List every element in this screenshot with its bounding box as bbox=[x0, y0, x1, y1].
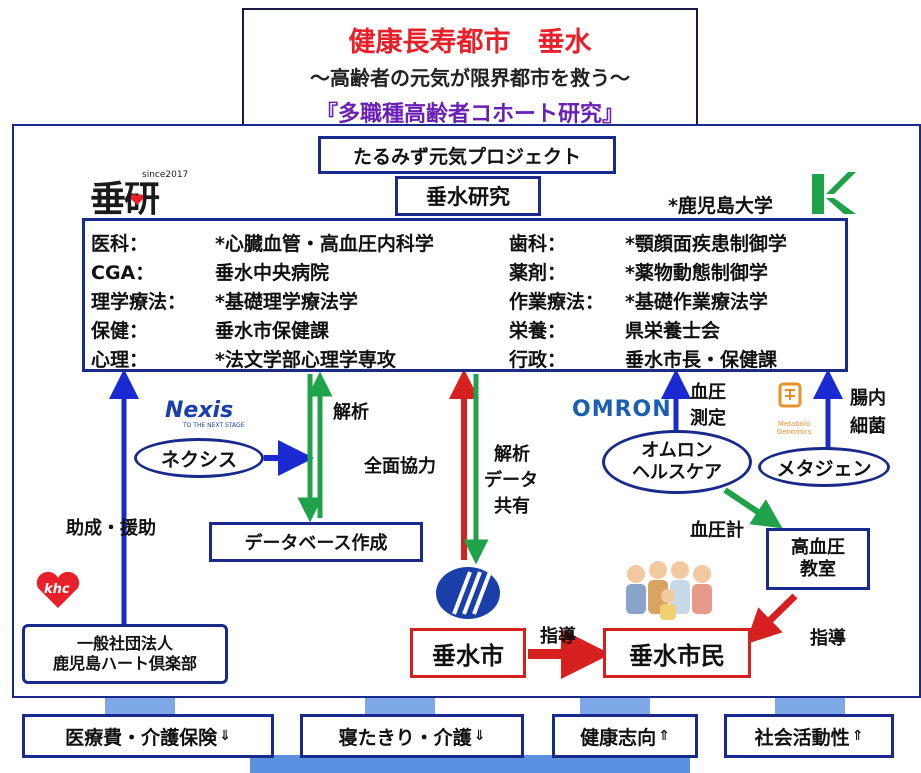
outcome-label: 社会活動性 bbox=[754, 726, 850, 749]
up-arrow-icon: ⇑ bbox=[851, 728, 864, 744]
gut-bacteria-label-2: 細菌 bbox=[850, 416, 886, 437]
dept-unit: *基礎作業療法学 bbox=[625, 291, 768, 313]
club-name-2: 鹿児島ハート倶楽部 bbox=[52, 654, 197, 673]
dept-field: 栄養： bbox=[509, 320, 567, 342]
omron-logo: OMRON bbox=[572, 397, 672, 422]
title-main: 健康長寿都市 垂水 bbox=[348, 27, 592, 58]
guidance-label-city: 指導 bbox=[540, 626, 576, 647]
grant-support-label: 助成・援助 bbox=[66, 518, 156, 539]
omron-name-1: オムロン bbox=[641, 440, 713, 461]
suiken-logo: 垂研 since2017 bbox=[90, 170, 190, 220]
metagen-node: メタジェン bbox=[758, 447, 890, 487]
data-share-label-1: 解析 bbox=[494, 444, 530, 465]
nexis-tagline: TO THE NEXT STAGE bbox=[183, 422, 245, 429]
tarumizu-city-node: 垂水市 bbox=[410, 628, 526, 678]
club-name-1: 一般社団法人 bbox=[76, 634, 173, 653]
project-label: たるみず元気プロジェクト bbox=[318, 136, 616, 174]
dept-unit: *薬物動態制御学 bbox=[625, 262, 768, 284]
bp-meter-arrow bbox=[723, 487, 783, 529]
dept-field: 行政： bbox=[509, 349, 567, 371]
suiken-logo-text: 垂研 bbox=[90, 179, 160, 220]
nexis-logo: Nexis TO THE NEXT STAGE bbox=[165, 398, 275, 430]
suiken-logo-since: since2017 bbox=[142, 170, 189, 180]
dept-unit: *法文学部心理学専攻 bbox=[215, 349, 396, 371]
outcome-arrow-1 bbox=[105, 698, 175, 714]
outcome-arrow-2 bbox=[365, 698, 435, 714]
outcome-label: 寝たきり・介護 bbox=[338, 726, 472, 749]
bp-class-label-1: 高血圧 bbox=[791, 537, 845, 558]
dept-unit: 垂水市保健課 bbox=[215, 320, 330, 342]
outcome-social-activity: 社会活動性⇑ bbox=[724, 714, 894, 758]
dept-unit: *顎顔面疾患制御学 bbox=[625, 233, 787, 255]
bp-measure-label-2: 測定 bbox=[690, 408, 726, 429]
outcome-arrow-4 bbox=[775, 698, 845, 714]
dept-field: 歯科： bbox=[509, 233, 567, 255]
dept-unit: *基礎理学療法学 bbox=[215, 291, 358, 313]
heart-club-node: 一般社団法人 鹿児島ハート倶楽部 bbox=[22, 624, 228, 684]
dept-field: 医科： bbox=[91, 233, 149, 255]
omron-healthcare-node: オムロン ヘルスケア bbox=[602, 430, 752, 494]
database-node: データベース作成 bbox=[209, 522, 423, 562]
dept-unit: 垂水中央病院 bbox=[215, 262, 330, 284]
outcome-label: 健康志向 bbox=[580, 726, 657, 749]
kagoshima-university-logo-icon bbox=[812, 172, 856, 214]
dept-field: 心理： bbox=[91, 349, 149, 371]
metagen-logo-text: Metabolo Genomics bbox=[776, 420, 812, 436]
dept-unit: *心臓血管・高血圧内科学 bbox=[215, 233, 434, 255]
title-study-name: 『多職種高齢者コホート研究』 bbox=[315, 102, 624, 127]
nexis-node: ネクシス bbox=[134, 438, 264, 478]
heart-icon bbox=[130, 194, 144, 205]
outcome-bedridden: 寝たきり・介護⇓ bbox=[300, 714, 524, 758]
khc-logo-text: khc bbox=[44, 582, 70, 597]
outcome-health-consciousness: 健康志向⇑ bbox=[552, 714, 698, 758]
dept-unit: 県栄養士会 bbox=[625, 320, 721, 342]
tarumizu-citizens-node: 垂水市民 bbox=[603, 628, 751, 678]
khc-heart-logo-icon bbox=[36, 571, 80, 608]
outcome-label: 医療費・介護保険 bbox=[65, 726, 218, 749]
analysis-label: 解析 bbox=[333, 402, 369, 423]
dept-field: CGA： bbox=[91, 262, 155, 284]
down-arrow-icon: ⇓ bbox=[473, 728, 486, 744]
dept-field: 理学療法： bbox=[91, 291, 187, 313]
bp-meter-label: 血圧計 bbox=[690, 520, 744, 541]
title-box: 健康長寿都市 垂水 ～高齢者の元気が限界都市を救う～ 『多職種高齢者コホート研究… bbox=[242, 8, 698, 134]
metagen-logo-icon bbox=[778, 382, 802, 408]
bp-measure-label-1: 血圧 bbox=[690, 382, 726, 403]
citizens-illustration-icon bbox=[626, 561, 712, 620]
gut-bacteria-label-1: 腸内 bbox=[850, 388, 886, 409]
title-subtitle: ～高齢者の元気が限界都市を救う～ bbox=[310, 66, 630, 90]
bp-class-label-2: 教室 bbox=[800, 559, 836, 580]
tarumizu-city-emblem-icon bbox=[436, 567, 500, 619]
research-label: 垂水研究 bbox=[395, 176, 541, 216]
dept-field: 作業療法： bbox=[509, 291, 605, 313]
full-cooperation-label: 全面協力 bbox=[364, 456, 436, 477]
guidance-label-class: 指導 bbox=[810, 628, 846, 649]
dept-field: 薬剤： bbox=[509, 262, 567, 284]
departments-box: 医科： *心臓血管・高血圧内科学 CGA： 垂水中央病院 理学療法： *基礎理学… bbox=[82, 218, 848, 372]
data-share-label-2: データ bbox=[484, 470, 538, 491]
dept-unit: 垂水市長・保健課 bbox=[625, 349, 778, 371]
bottom-arrow-band bbox=[250, 755, 690, 773]
kagoshima-university-label: *鹿児島大学 bbox=[668, 195, 773, 217]
outcome-arrow-3 bbox=[580, 698, 650, 714]
class-guidance-arrow bbox=[745, 593, 798, 645]
nexis-logo-text: Nexis bbox=[165, 398, 234, 423]
hypertension-class-node: 高血圧 教室 bbox=[766, 528, 870, 590]
down-arrow-icon: ⇓ bbox=[219, 728, 231, 744]
up-arrow-icon: ⇑ bbox=[658, 728, 670, 744]
omron-name-2: ヘルスケア bbox=[632, 462, 722, 483]
dept-field: 保健： bbox=[91, 320, 149, 342]
data-share-label-3: 共有 bbox=[494, 496, 530, 517]
outcome-medical-costs: 医療費・介護保険⇓ bbox=[22, 714, 274, 758]
